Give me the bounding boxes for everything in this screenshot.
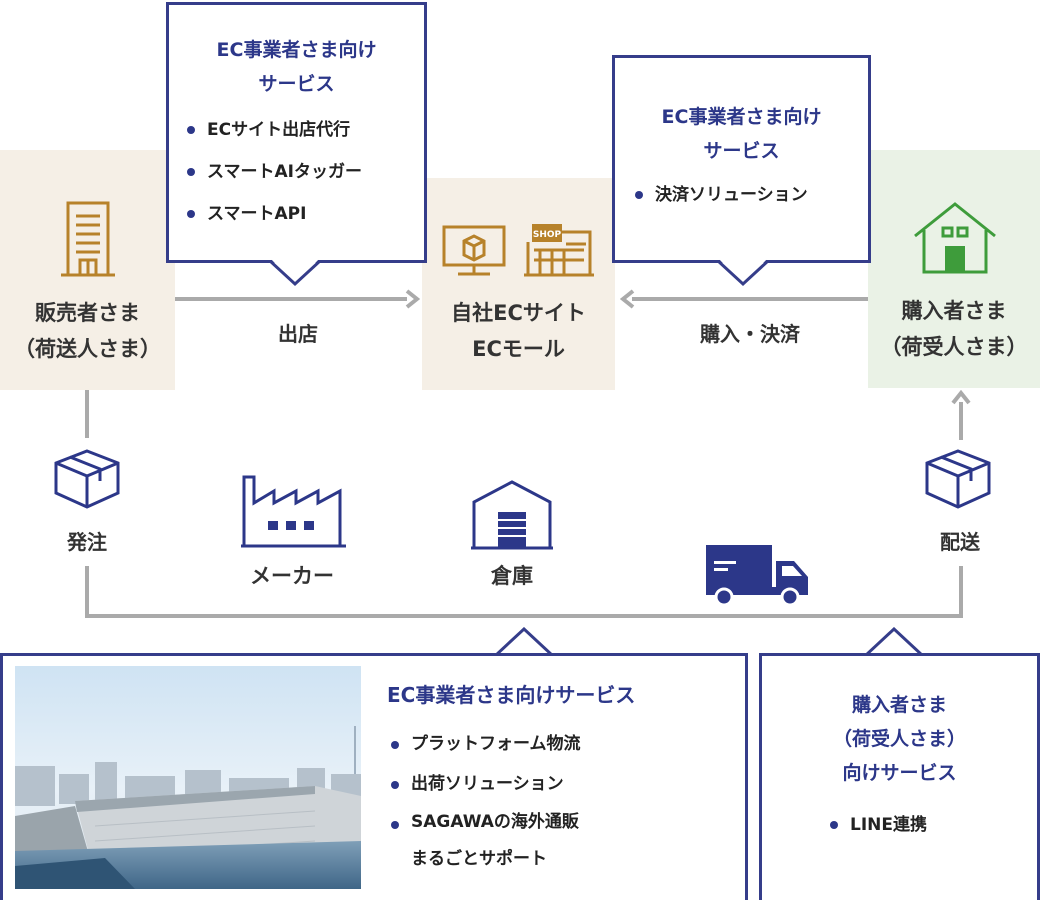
shop-sign: SHOP (533, 230, 562, 240)
house-icon (912, 200, 998, 274)
logistics-horizontal (85, 614, 963, 618)
delivery-vertical-bottom (959, 566, 963, 618)
callout-title: （荷受人さま） (832, 728, 966, 750)
callout-title: サービス (703, 140, 780, 162)
delivery-label: 配送 (940, 530, 980, 554)
buyer-role: （荷受人さま） (880, 335, 1028, 359)
callout-title: サービス (258, 73, 335, 95)
delivery-vertical-top (959, 402, 963, 440)
service-item: ECサイト出店代行 (187, 109, 424, 151)
package-icon (52, 448, 122, 510)
seller-role: （荷送人さま） (14, 337, 161, 361)
warehouse-label: 倉庫 (491, 564, 533, 588)
callout-title: EC事業者さま向け (661, 106, 822, 128)
callout-title: EC事業者さま向けサービス (387, 683, 636, 707)
seller-name: 販売者さま (35, 301, 140, 325)
package-icon (923, 448, 993, 510)
factory-icon (240, 475, 348, 549)
open-store-label: 出店 (278, 322, 318, 346)
site-name: 自社ECサイト (451, 301, 586, 325)
office-building-icon (60, 200, 116, 278)
service-item: スマートAIタッガー (187, 151, 424, 193)
service-item: LINE連携 (830, 804, 1037, 846)
order-vertical-top (85, 390, 89, 438)
purchase-payment-label: 購入・決済 (700, 322, 800, 346)
buyer-services-callout: 購入者さま （荷受人さま） 向けサービス LINE連携 (759, 653, 1040, 900)
order-label: 発注 (67, 530, 107, 554)
service-item: プラットフォーム物流 (391, 724, 581, 764)
open-store-connector (175, 297, 407, 301)
buyer-name: 購入者さま (901, 299, 1007, 323)
service-item: スマートAPI (187, 193, 424, 235)
callout-pointer (496, 627, 552, 657)
payment-services-callout: EC事業者さま向け サービス 決済ソリューション (612, 55, 871, 263)
order-vertical-bottom (85, 566, 89, 618)
service-item-continuation: まるごとサポート (411, 849, 547, 869)
callout-pointer (718, 258, 768, 288)
shop-icon: SHOP (522, 222, 596, 278)
maker-label: メーカー (250, 564, 334, 588)
callout-pointer (270, 258, 320, 288)
purchase-connector (632, 297, 868, 301)
warehouse-facility-photo (15, 666, 361, 889)
callout-pointer (866, 627, 922, 657)
service-item: 決済ソリューション (635, 174, 868, 216)
purchase-arrowhead-icon (620, 289, 636, 309)
logistics-services-callout: EC事業者さま向けサービス プラットフォーム物流 出荷ソリューション SAGAW… (0, 653, 748, 900)
delivery-truck-icon (704, 543, 810, 607)
service-item: 出荷ソリューション (391, 764, 581, 804)
site-mall: ECモール (472, 337, 565, 361)
callout-title: 向けサービス (842, 762, 957, 784)
seller-services-callout: EC事業者さま向け サービス ECサイト出店代行 スマートAIタッガー スマート… (166, 2, 427, 263)
service-item: SAGAWAの海外通販 (391, 804, 581, 840)
computer-monitor-icon (442, 225, 506, 277)
site-panel (422, 178, 615, 390)
callout-title: EC事業者さま向け (216, 39, 377, 61)
delivery-arrowhead-icon (951, 390, 971, 406)
open-store-arrowhead-icon (404, 289, 420, 309)
callout-title: 購入者さま (851, 694, 947, 716)
warehouse-icon (470, 478, 554, 550)
